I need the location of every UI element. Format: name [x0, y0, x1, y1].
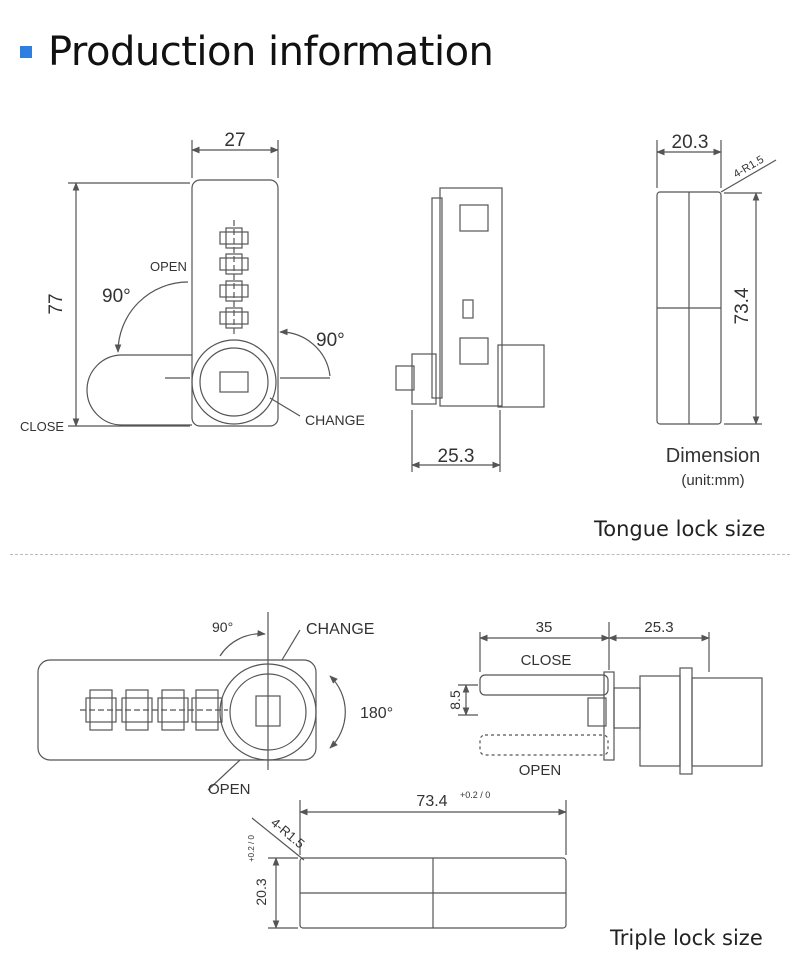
triple-dim-width-label: 73.4 [416, 793, 447, 810]
triple-dial-stack [80, 689, 228, 731]
triple-dimension-view [251, 800, 567, 929]
tongue-dimension-view [656, 140, 777, 425]
triple-length-label: 35 [536, 619, 553, 636]
tongue-depth-label: 25.3 [438, 446, 475, 467]
tongue-dial-stack [219, 220, 249, 336]
triple-change-label: CHANGE [306, 621, 374, 638]
triple-offset-label: 8.5 [447, 690, 463, 710]
tongue-width-label: 27 [224, 130, 245, 151]
triple-open-label: OPEN [208, 781, 251, 798]
triple-dim-height-label: 20.3 [253, 878, 269, 905]
tongue-front-view [68, 140, 331, 427]
triple-dim-width-tol: +0.2 / 0 [460, 790, 490, 800]
triple-side-view [458, 622, 763, 775]
section-divider [10, 554, 790, 555]
tongue-side-view [395, 187, 545, 472]
triple-angle-right-label: 180° [360, 705, 393, 722]
triple-dim-height-tol: +0.2 / 0 [247, 835, 256, 862]
tongue-change-label: CHANGE [305, 412, 365, 428]
tongue-key-cylinder [191, 339, 277, 425]
tongue-dim-radius-label: 4-R1.5 [732, 154, 767, 181]
tongue-dim-width-label: 20.3 [672, 132, 709, 153]
tongue-dim-height-label: 73.4 [732, 287, 753, 324]
tongue-angle-right-label: 90° [316, 330, 345, 351]
triple-dim-radius-label: 4-R1.5 [268, 815, 308, 852]
triple-front-view [37, 612, 346, 791]
section-header: Production information [20, 22, 494, 82]
tongue-caption: Tongue lock size [594, 517, 766, 541]
triple-open-side-label: OPEN [519, 762, 562, 779]
triple-caption: Triple lock size [610, 926, 763, 950]
triple-angle-top-label: 90° [212, 619, 233, 635]
triple-depth-label: 25.3 [644, 619, 673, 636]
tongue-close-label: CLOSE [20, 419, 64, 434]
tongue-open-label: OPEN [150, 259, 187, 274]
tongue-height-label: 77 [46, 293, 67, 314]
dimension-title: Dimension [666, 445, 760, 467]
tongue-angle-left-label: 90° [102, 286, 131, 307]
triple-close-label: CLOSE [521, 652, 572, 669]
dimension-unit: (unit:mm) [681, 472, 744, 489]
bullet-square-icon [20, 46, 32, 58]
page-title: Production information [48, 29, 494, 75]
